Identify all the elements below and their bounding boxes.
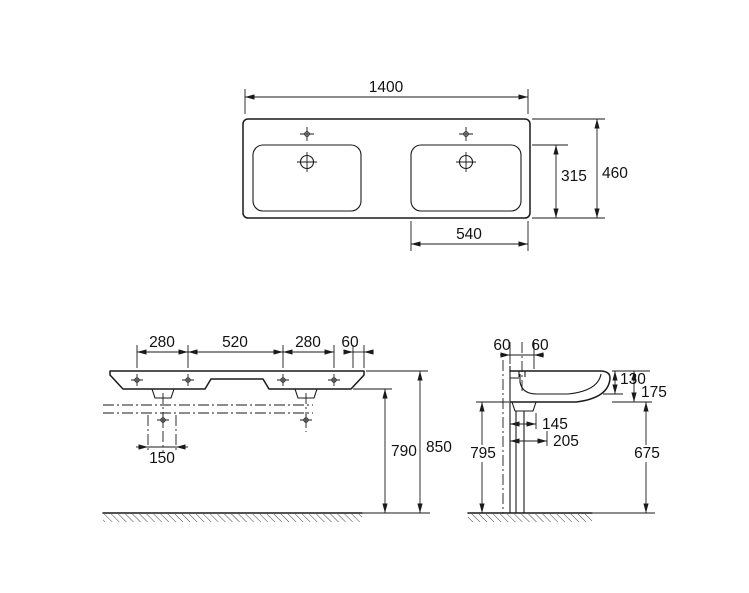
centre-lines-front <box>103 393 313 452</box>
dim-height-underside-wall: 795 <box>470 445 496 462</box>
drain-bosses-front <box>151 388 318 399</box>
dim-clearance: 675 <box>634 445 660 462</box>
basin-section-bowl <box>519 373 602 395</box>
dim-height-top: 850 <box>426 439 452 456</box>
front-view: 280 520 280 60 150 790 850 <box>102 334 452 522</box>
basin-outline-front <box>109 370 365 390</box>
dim-tap-offset-a: 60 <box>493 337 511 354</box>
floor-hatch-front <box>103 514 362 522</box>
left-bowl-plan <box>252 144 362 212</box>
label-bg-795 <box>468 445 498 462</box>
tap-position-mark-right-icon <box>459 127 473 141</box>
dim-tap-offset-left: 280 <box>149 334 175 351</box>
dim-height-underside: 790 <box>391 443 417 460</box>
tap-hole-left-icon <box>297 152 317 172</box>
drain-boss-section <box>511 401 537 412</box>
dim-basin-depth: 315 <box>561 168 587 185</box>
tap-hole-section <box>510 371 526 379</box>
floor-hatch-side <box>468 514 592 522</box>
tap-hole-right-icon <box>456 152 476 172</box>
tap-position-mark-left-icon <box>300 127 314 141</box>
ext-lines-460 <box>532 118 605 219</box>
dim-bowl-width: 540 <box>456 226 482 243</box>
dim-edge-offset: 60 <box>341 334 359 351</box>
basin-section-outer <box>509 370 611 403</box>
tap-hole-marks-front-icon <box>131 374 340 426</box>
ext-lines-1400 <box>244 89 529 114</box>
dim-overall-width: 1400 <box>369 79 404 96</box>
right-bowl-plan <box>410 144 522 212</box>
dim-drain-offset-b: 205 <box>553 433 579 450</box>
dim-bowl-depth: 130 <box>620 371 646 388</box>
label-bg-675 <box>632 445 662 462</box>
basin-outline-plan <box>242 118 531 219</box>
dim-drain-offset-a: 145 <box>542 416 568 433</box>
dim-tap-offset-b: 60 <box>531 337 549 354</box>
dim-body-depth: 175 <box>641 384 667 401</box>
dim-drain-span: 150 <box>149 450 175 467</box>
top-view: 1400 315 460 540 <box>242 79 628 251</box>
dim-tap-center-span: 520 <box>222 334 248 351</box>
dim-total-depth: 460 <box>602 165 628 182</box>
dim-tap-offset-right: 280 <box>295 334 321 351</box>
ext-lines-front-top <box>136 345 365 368</box>
side-view: 60 60 130 175 145 205 795 675 <box>467 337 667 522</box>
